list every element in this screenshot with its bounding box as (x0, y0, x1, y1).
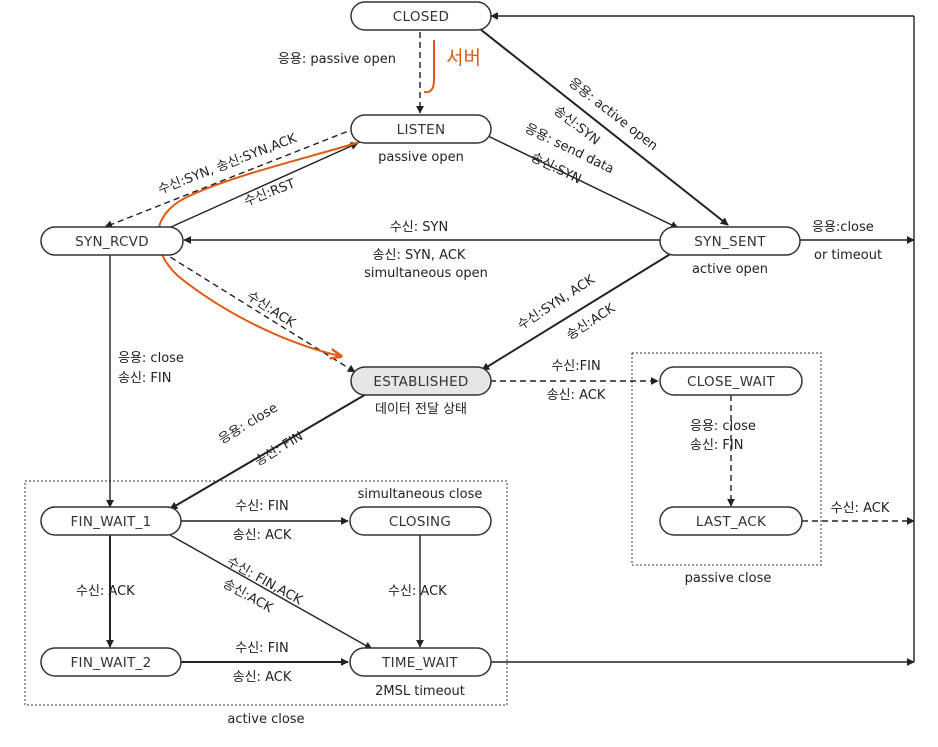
state-closed: CLOSED (350, 1, 492, 31)
label-syn-rcvd-listen: 수신:RST (242, 177, 297, 210)
caption-established: 데이터 전달 상태 (375, 402, 467, 417)
annotation-hook (423, 79, 435, 94)
svg-text:FIN_WAIT_2: FIN_WAIT_2 (70, 655, 151, 671)
edge-listen-syn-sent (487, 135, 679, 229)
label-established-fin-wait-1-2: 송신: FIN (252, 429, 306, 469)
label-syn-sent-syn-rcvd-1: 수신: SYN (390, 220, 448, 235)
label-fin-wait-2-time-wait-1: 수신: FIN (235, 641, 288, 656)
state-closing: CLOSING (349, 506, 492, 536)
edge-fin-wait-1-time-wait (169, 534, 373, 650)
edge-syn-sent-established (481, 252, 673, 371)
label-closed-listen: 응용: passive open (278, 52, 396, 67)
state-time-wait: TIME_WAIT (349, 647, 492, 677)
label-fin-wait-2-time-wait-2: 송신: ACK (233, 670, 292, 685)
edge-listen-syn-rcvd (104, 127, 357, 229)
caption-syn-sent: active open (692, 262, 768, 277)
edge-syn-rcvd-listen (161, 142, 359, 232)
label-established-close-wait-1: 수신:FIN (551, 359, 600, 374)
label-close-wait-last-ack-1: 응용: close (690, 419, 756, 434)
active-close-group (24, 480, 508, 706)
label-syn-sent-syn-rcvd-2: 송신: SYN, ACK (373, 248, 466, 263)
caption-active-close: active close (227, 712, 304, 727)
state-syn-rcvd: SYN_RCVD (40, 226, 184, 256)
svg-text:LISTEN: LISTEN (397, 122, 446, 138)
svg-text:SYN_RCVD: SYN_RCVD (75, 234, 149, 250)
svg-text:CLOSING: CLOSING (389, 514, 451, 530)
edge-established-fin-wait-1 (169, 392, 369, 510)
label-last-ack-closed: 수신: ACK (831, 501, 890, 516)
state-syn-sent: SYN_SENT (659, 226, 801, 256)
label-established-close-wait-2: 송신: ACK (547, 388, 606, 403)
caption-listen: passive open (378, 150, 464, 165)
state-established: ESTABLISHED (350, 366, 492, 396)
caption-passive-close: passive close (685, 571, 772, 586)
annotation-text: 서버 (446, 47, 481, 69)
state-fin-wait-2: FIN_WAIT_2 (40, 647, 182, 677)
state-fin-wait-1: FIN_WAIT_1 (40, 506, 182, 536)
label-closed-syn-sent-1: 응용: active open (566, 75, 661, 154)
passive-close-group (631, 352, 822, 566)
label-syn-rcvd-fin-wait-1-1: 응용: close (118, 351, 184, 366)
svg-text:FIN_WAIT_1: FIN_WAIT_1 (70, 514, 151, 530)
label-syn-rcvd-fin-wait-1-2: 송신: FIN (118, 371, 171, 386)
svg-text:LAST_ACK: LAST_ACK (696, 514, 767, 530)
label-close-wait-last-ack-2: 송신: FIN (690, 438, 743, 453)
label-syn-rcvd-established: 수신:ACK (244, 289, 298, 332)
caption-time-wait: 2MSL timeout (375, 684, 465, 699)
svg-text:ESTABLISHED: ESTABLISHED (373, 374, 468, 390)
svg-text:CLOSED: CLOSED (393, 9, 449, 25)
label-fin-wait-1-closing-1: 수신: FIN (235, 499, 288, 514)
state-listen: LISTEN (350, 114, 492, 144)
label-fin-wait-1-closing-2: 송신: ACK (233, 528, 292, 543)
edge-syn-rcvd-established (161, 251, 356, 373)
label-syn-sent-timeout-2: or timeout (814, 248, 882, 263)
svg-text:CLOSE_WAIT: CLOSE_WAIT (687, 374, 775, 390)
caption-simultaneous-close: simultaneous close (358, 487, 483, 502)
state-close-wait: CLOSE_WAIT (659, 366, 803, 396)
svg-text:TIME_WAIT: TIME_WAIT (381, 655, 458, 671)
label-syn-sent-established-2: 송신:ACK (564, 301, 618, 344)
svg-text:SYN_SENT: SYN_SENT (694, 234, 766, 250)
label-syn-sent-syn-rcvd-3: simultaneous open (364, 266, 488, 281)
label-syn-sent-timeout-1: 응용:close (812, 220, 874, 235)
label-closing-time-wait: 수신: ACK (388, 584, 447, 599)
edge-closed-syn-sent (479, 28, 729, 226)
state-last-ack: LAST_ACK (659, 506, 803, 536)
label-fin-wait-1-fin-wait-2: 수신: ACK (76, 584, 135, 599)
label-established-fin-wait-1-1: 응용: close (216, 401, 280, 448)
